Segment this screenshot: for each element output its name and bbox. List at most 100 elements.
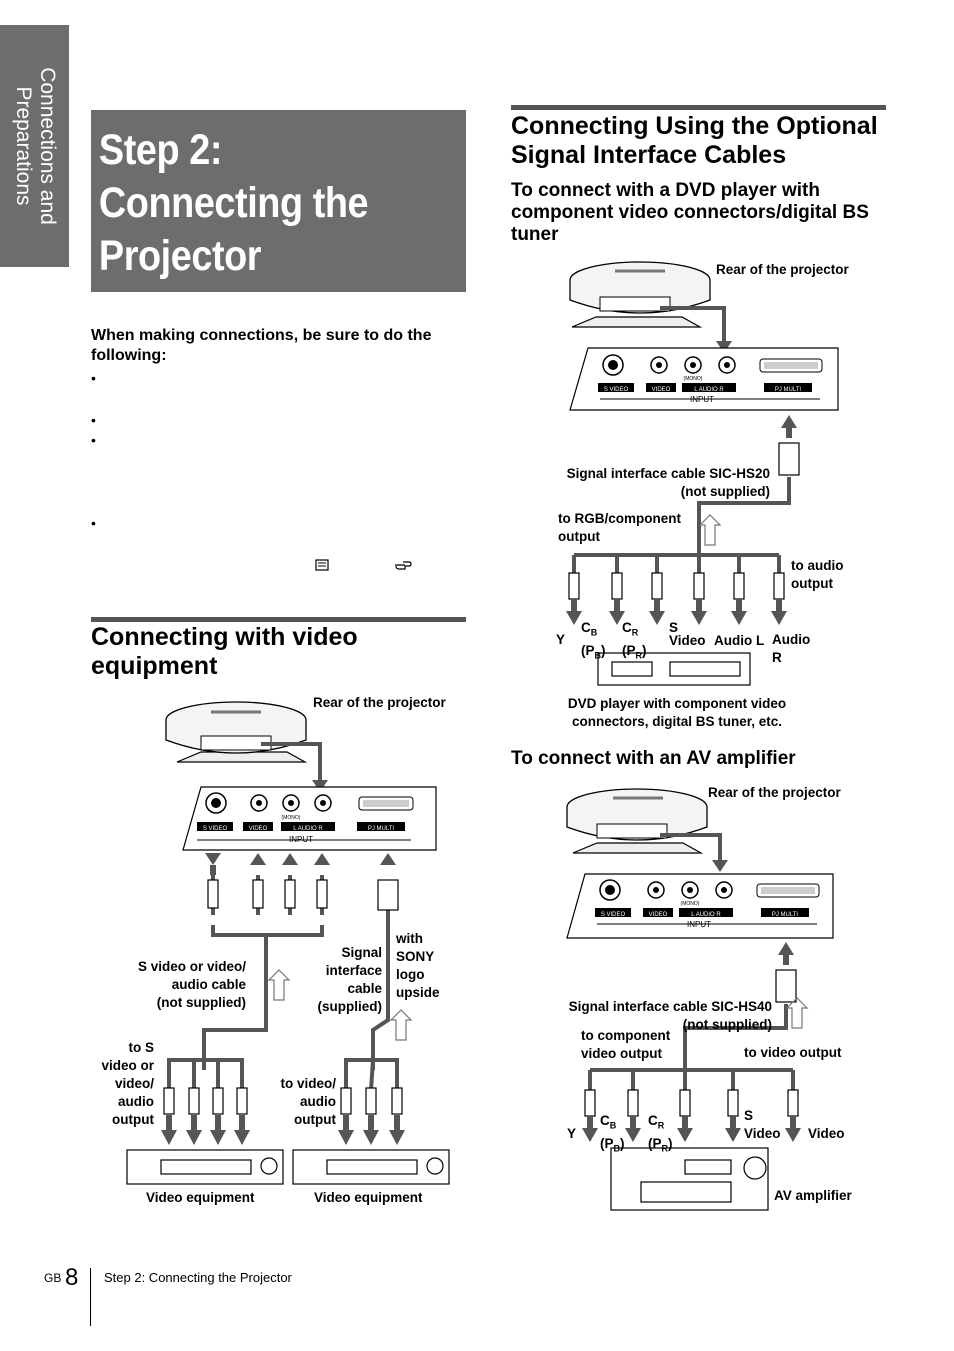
pjmulti-port-label: PJ MULTI bbox=[368, 826, 395, 832]
av-cable-label: S video or video/audio cable(not supplie… bbox=[137, 959, 246, 1010]
bullet-1: • bbox=[91, 370, 96, 386]
sic-hs20-label: Signal interface cable SIC-HS20(not supp… bbox=[566, 466, 770, 499]
projector-illustration bbox=[569, 261, 711, 328]
y-label: Y bbox=[556, 632, 566, 647]
sic-hs40-label: Signal interface cable SIC-HS40(not supp… bbox=[568, 999, 772, 1032]
audio-port-label: L AUDIO R bbox=[694, 387, 724, 393]
arrow-down-icon bbox=[712, 860, 728, 872]
video-port-label: VIDEO bbox=[652, 387, 671, 393]
down-arrows bbox=[161, 1115, 405, 1145]
plugs bbox=[568, 572, 785, 600]
cr-label: CR(PR) bbox=[622, 620, 647, 661]
title-box: Step 2: Connecting the Projector bbox=[91, 110, 466, 292]
up-arrows bbox=[205, 853, 396, 875]
signal-cables bbox=[588, 1004, 795, 1092]
rear-label-1: Rear of the projector bbox=[313, 695, 446, 710]
cb-label: CB(PB) bbox=[581, 620, 606, 661]
dvd-player-illustration bbox=[597, 652, 751, 686]
section-rule-optional bbox=[511, 105, 886, 110]
input-panel bbox=[566, 873, 834, 939]
side-tab: Connections and Preparations bbox=[0, 25, 69, 267]
video-equipment-label-2: Video equipment bbox=[314, 1190, 423, 1205]
title-line3: Projector bbox=[98, 232, 262, 280]
arrow-down-icon bbox=[716, 341, 732, 353]
svideo-port-label: S VIDEO bbox=[203, 826, 228, 832]
input-panel bbox=[569, 347, 839, 411]
footer-gb: GB bbox=[44, 1271, 62, 1285]
optional-section-heading: Connecting Using the Optional Signal Int… bbox=[511, 112, 878, 169]
input-label: INPUT bbox=[690, 395, 714, 404]
av-amplifier-diagram: S VIDEO VIDEO L AUDIO R PJ MULTI (MONO) … bbox=[566, 788, 834, 1211]
projector-illustration bbox=[566, 788, 708, 854]
title-line2: Connecting the bbox=[98, 179, 369, 227]
footer-text: Step 2: Connecting the Projector bbox=[104, 1270, 292, 1285]
up-outline-arrow-icon bbox=[389, 1009, 413, 1041]
arrow-up-icon bbox=[778, 942, 794, 955]
cr-label-av: CR(PR) bbox=[648, 1113, 673, 1154]
input-label: INPUT bbox=[289, 835, 313, 844]
bullet-3: • bbox=[91, 432, 96, 448]
connector-plug bbox=[778, 442, 800, 476]
footer-divider bbox=[90, 1268, 91, 1326]
projector-illustration bbox=[165, 701, 308, 763]
video-port-label: VIDEO bbox=[649, 912, 668, 918]
pjmulti-port-label: PJ MULTI bbox=[775, 387, 802, 393]
plugs bbox=[163, 879, 403, 1115]
s-label: S bbox=[669, 620, 679, 635]
video-connection-diagram: S VIDEO VIDEO L AUDIO R PJ MULTI (MONO) … bbox=[126, 701, 450, 1185]
pjmulti-port-label: PJ MULTI bbox=[772, 912, 799, 918]
video-label-av: Video bbox=[808, 1126, 845, 1141]
av-amplifier-illustration bbox=[610, 1147, 769, 1211]
up-outline-arrow-icon bbox=[267, 969, 291, 1001]
connector-plug bbox=[775, 969, 797, 1003]
down-arrows bbox=[566, 599, 787, 625]
mono-label: (MONO) bbox=[282, 815, 301, 821]
intro-heading: When making connections, be sure to do t… bbox=[91, 327, 432, 364]
page-number: 8 bbox=[65, 1264, 79, 1291]
video-output-label: to video output bbox=[744, 1045, 842, 1060]
dvd-section-heading: To connect with a DVD player with compon… bbox=[511, 180, 869, 245]
bullet-2: • bbox=[91, 412, 96, 428]
up-outline-arrow-icon bbox=[785, 997, 809, 1029]
bullet-4: • bbox=[91, 515, 96, 531]
video-port-label: VIDEO bbox=[249, 826, 268, 832]
dvd-connection-diagram: S VIDEO VIDEO L AUDIO R PJ MULTI (MONO) … bbox=[566, 261, 839, 686]
title-line1: Step 2: bbox=[98, 126, 223, 174]
av-amplifier-label: AV amplifier bbox=[774, 1188, 852, 1203]
svideo-port-label: S VIDEO bbox=[604, 387, 629, 393]
input-panel bbox=[182, 786, 437, 851]
arrow-down-icon bbox=[312, 780, 328, 792]
input-label: INPUT bbox=[687, 920, 711, 929]
y-label-av: Y bbox=[567, 1126, 577, 1141]
pointing-hand-icon bbox=[395, 561, 412, 570]
video-equipment-illustration bbox=[126, 1149, 450, 1185]
mono-label: (MONO) bbox=[681, 901, 700, 907]
arrow-up-icon bbox=[781, 415, 797, 428]
page-reference-icon bbox=[315, 559, 329, 571]
video-label: Video bbox=[669, 633, 706, 648]
video-equipment-label-1: Video equipment bbox=[146, 1190, 255, 1205]
side-tab-line1: Connections and bbox=[35, 67, 59, 225]
audio-port-label: L AUDIO R bbox=[293, 826, 323, 832]
signal-cables bbox=[572, 477, 791, 575]
side-tab-line2: Preparations bbox=[11, 86, 35, 206]
video-section-heading: Connecting with video equipment bbox=[91, 623, 358, 680]
mono-label: (MONO) bbox=[684, 376, 703, 382]
up-outline-arrow-icon bbox=[698, 514, 722, 546]
rear-label-3: Rear of the projector bbox=[708, 785, 841, 800]
audio-l-label: Audio L bbox=[714, 633, 765, 648]
av-section-heading: To connect with an AV amplifier bbox=[511, 748, 796, 769]
cb-label-av: CB(PB) bbox=[600, 1113, 625, 1154]
page-title: Step 2: Connecting the Projector bbox=[91, 110, 421, 283]
audio-port-label: L AUDIO R bbox=[691, 912, 721, 918]
